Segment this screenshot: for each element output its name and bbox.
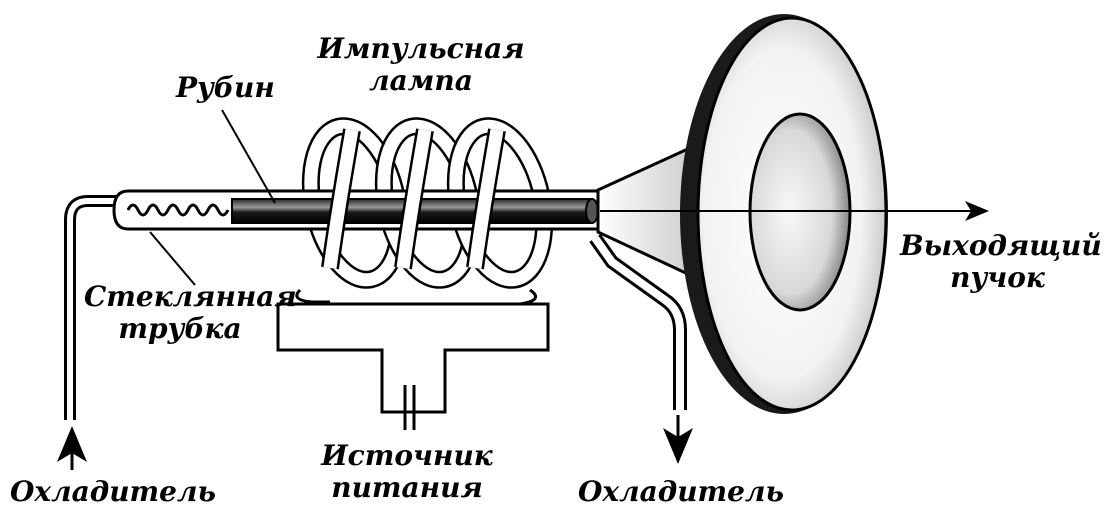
reflector-disk xyxy=(680,14,888,414)
power-supply-label-line2: питания xyxy=(331,471,483,504)
left-coolant-pipe xyxy=(64,195,125,420)
glass-tube-label: Стеклянная трубка xyxy=(84,280,297,345)
ruby-rod-end xyxy=(585,198,599,224)
glass-tube-leader-line xyxy=(149,231,196,286)
flash-lamp-label-line1: Импульсная xyxy=(317,32,525,65)
output-beam-label: Выходящий пучок xyxy=(900,229,1102,294)
output-beam-label-line2: пучок xyxy=(950,261,1045,294)
right-coolant-pipe xyxy=(589,233,687,410)
flash-lamp-front xyxy=(321,128,506,270)
glass-tube-label-line2: трубка xyxy=(118,312,242,345)
power-supply-label: Источник питания xyxy=(312,440,502,504)
output-beam-label-line1: Выходящий xyxy=(900,229,1102,262)
flash-lamp-label-line2: лампа xyxy=(369,64,473,97)
coolant-right-label: Охладитель xyxy=(578,475,784,508)
coolant-left-label: Охладитель xyxy=(10,475,216,508)
power-supply-box xyxy=(276,302,550,430)
glass-tube-label-line1: Стеклянная xyxy=(84,280,297,313)
power-supply-label-line1: Источник xyxy=(321,439,493,472)
flash-lamp-label: Импульсная лампа xyxy=(316,33,526,97)
ruby-label: Рубин xyxy=(176,71,275,104)
ruby-leader-line xyxy=(221,109,276,204)
